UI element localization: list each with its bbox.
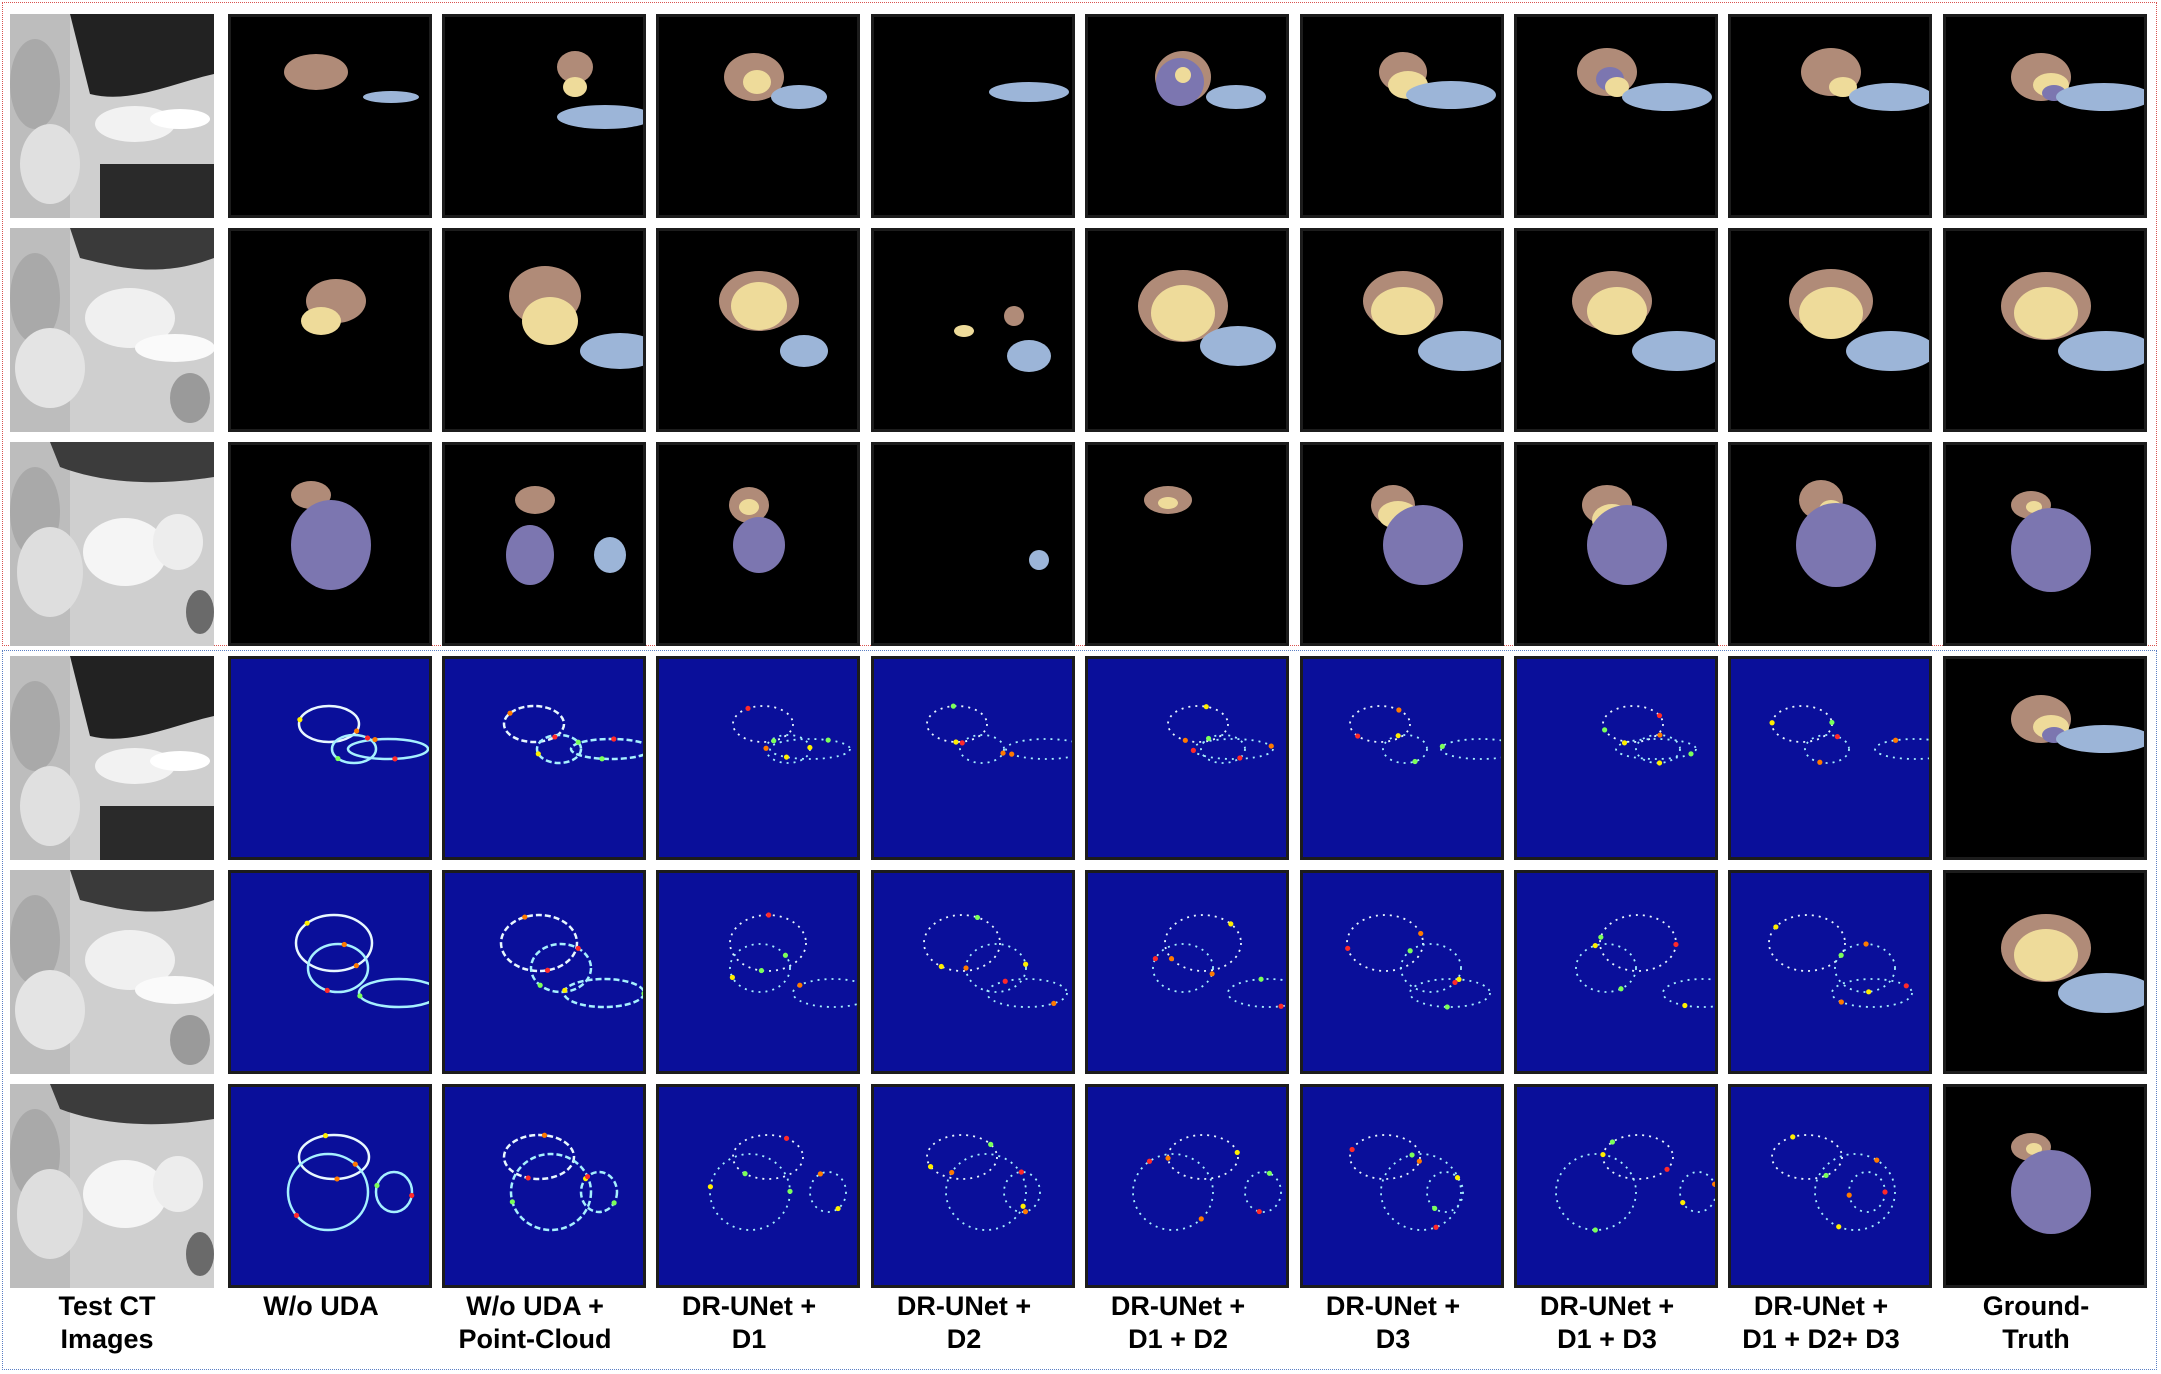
ct-image-panel bbox=[10, 228, 214, 432]
ground-truth-panel bbox=[1943, 870, 2147, 1074]
column-label: Ground- Truth bbox=[1982, 1291, 2090, 1354]
segmentation-panel bbox=[1514, 228, 1718, 432]
error-map-panel bbox=[1514, 656, 1718, 860]
segmentation-panel bbox=[871, 228, 1075, 432]
error-map-panel bbox=[1300, 870, 1504, 1074]
ground-truth-panel bbox=[1943, 442, 2147, 646]
ground-truth-panel bbox=[1943, 656, 2147, 860]
ct-image-panel bbox=[10, 14, 214, 218]
segmentation-panel bbox=[656, 228, 860, 432]
error-map-panel bbox=[1085, 1084, 1289, 1288]
ct-image-panel bbox=[10, 870, 214, 1074]
error-map-panel bbox=[1300, 656, 1504, 860]
error-map-panel bbox=[228, 870, 432, 1074]
segmentation-panel bbox=[1085, 228, 1289, 432]
segmentation-panel bbox=[228, 228, 432, 432]
segmentation-panel bbox=[871, 442, 1075, 646]
column-label: DR-UNet + D3 bbox=[1325, 1291, 1461, 1354]
segmentation-panel bbox=[1728, 14, 1932, 218]
segmentation-panel bbox=[1300, 442, 1504, 646]
error-map-panel bbox=[1728, 656, 1932, 860]
segmentation-panel bbox=[656, 14, 860, 218]
segmentation-panel bbox=[1300, 14, 1504, 218]
column-label: DR-UNet + D1 bbox=[681, 1291, 817, 1354]
segmentation-panel bbox=[442, 14, 646, 218]
segmentation-panel bbox=[1300, 228, 1504, 432]
ground-truth-panel bbox=[1943, 228, 2147, 432]
error-map-panel bbox=[1728, 1084, 1932, 1288]
column-label: DR-UNet + D1 + D3 bbox=[1539, 1291, 1675, 1354]
segmentation-panel bbox=[1728, 442, 1932, 646]
error-map-panel bbox=[656, 656, 860, 860]
ground-truth-panel bbox=[1943, 1084, 2147, 1288]
error-map-panel bbox=[228, 656, 432, 860]
segmentation-panel bbox=[1085, 14, 1289, 218]
error-map-panel bbox=[656, 870, 860, 1074]
error-map-panel bbox=[228, 1084, 432, 1288]
error-map-panel bbox=[1300, 1084, 1504, 1288]
column-label: W/o UDA bbox=[263, 1291, 379, 1321]
segmentation-panel bbox=[228, 442, 432, 646]
column-label: DR-UNet + D1 + D2+ D3 bbox=[1742, 1291, 1900, 1354]
ct-image-panel bbox=[10, 656, 214, 860]
error-map-panel bbox=[871, 870, 1075, 1074]
segmentation-section bbox=[2, 2, 2157, 646]
segmentation-panel bbox=[871, 14, 1075, 218]
column-label: DR-UNet + D2 bbox=[896, 1291, 1032, 1354]
error-map-panel bbox=[442, 1084, 646, 1288]
error-map-panel bbox=[1514, 870, 1718, 1074]
ground-truth-panel bbox=[1943, 14, 2147, 218]
error-map-panel bbox=[656, 1084, 860, 1288]
ct-image-panel bbox=[10, 1084, 214, 1288]
segmentation-panel bbox=[442, 228, 646, 432]
error-map-panel bbox=[1728, 870, 1932, 1074]
segmentation-panel bbox=[1514, 14, 1718, 218]
column-label: W/o UDA + Point-Cloud bbox=[458, 1291, 612, 1354]
error-map-panel bbox=[442, 656, 646, 860]
error-map-panel bbox=[1085, 656, 1289, 860]
error-map-panel bbox=[1514, 1084, 1718, 1288]
column-label: DR-UNet + D1 + D2 bbox=[1110, 1291, 1246, 1354]
error-map-panel bbox=[871, 1084, 1075, 1288]
error-map-panel bbox=[871, 656, 1075, 860]
column-label: Test CT Images bbox=[58, 1291, 156, 1354]
ct-image-panel bbox=[10, 442, 214, 646]
error-map-panel bbox=[442, 870, 646, 1074]
error-map-panel bbox=[1085, 870, 1289, 1074]
segmentation-panel bbox=[1085, 442, 1289, 646]
segmentation-panel bbox=[442, 442, 646, 646]
segmentation-panel bbox=[656, 442, 860, 646]
segmentation-panel bbox=[228, 14, 432, 218]
segmentation-panel bbox=[1514, 442, 1718, 646]
error-map-section bbox=[2, 650, 2157, 1370]
segmentation-panel bbox=[1728, 228, 1932, 432]
